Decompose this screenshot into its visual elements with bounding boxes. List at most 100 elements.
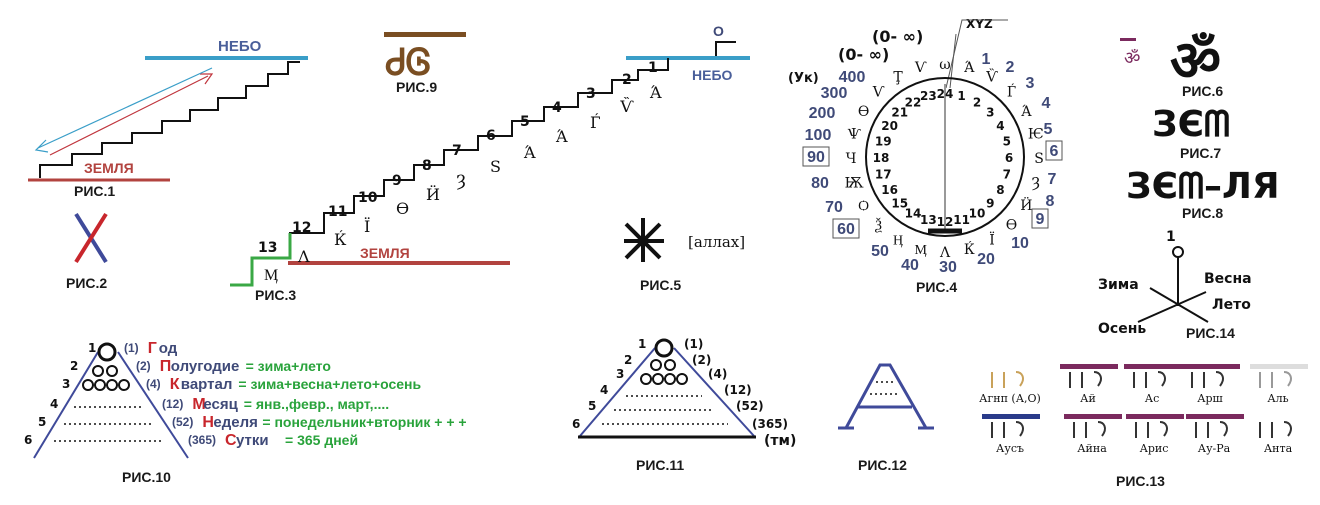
fig13-label: Арис [1140, 442, 1169, 455]
fig3-top-label: О [713, 23, 724, 39]
fig10-left-edge [33, 351, 99, 459]
fig1-arrow-down-head [34, 139, 49, 153]
fig10-row-formula: = 365 дней [285, 432, 358, 448]
fig13-glyph-icon [1259, 371, 1292, 388]
fig1-arrow-up [49, 75, 209, 156]
fig4-hour: 12 [937, 215, 954, 229]
fig4-caption: РИС.4 [916, 279, 957, 295]
fig10-right-edge [117, 351, 189, 459]
fig4-outer-number: 8 [1046, 193, 1055, 210]
fig4-outer-number: 90 [807, 149, 825, 166]
fig4-hour: 17 [875, 168, 892, 182]
fig4-letter: Ѵ [872, 85, 884, 101]
fig10-row-word: есяц [203, 396, 238, 413]
fig4-xyz-pointer2 [949, 33, 957, 89]
fig9-caption: РИС.9 [396, 79, 437, 95]
fig2-caption: РИС.2 [66, 275, 107, 291]
fig11-right-edge [673, 347, 755, 437]
fig11-tag: (365) [752, 417, 788, 431]
fig10-row-tag: (4) [146, 377, 161, 391]
fig4-letter: Ѭ [845, 175, 864, 191]
fig3-step-letter: Ӎ [264, 265, 278, 284]
fig1-staircase: НЕБО ЗЕМЛЯ РИС.1 [28, 38, 308, 199]
fig13-bar [982, 414, 1040, 419]
fig13-glyph-icon [991, 371, 1024, 388]
fig13-bar [982, 364, 1040, 369]
fig4-xyz-pointer [945, 19, 1008, 89]
fig13-label: Ау-Ра [1198, 442, 1231, 455]
fig10-row-index: 4 [50, 397, 58, 411]
fig4-outer-number: 100 [805, 127, 832, 144]
fig5-bracket-text: [аллах] [688, 233, 745, 251]
fig10-row-formula: = зима+лето [246, 358, 331, 374]
fig4-letter: Ѯ [875, 217, 882, 234]
fig10-row-formula: = янв.,февр., март,.... [244, 396, 389, 412]
fig11-tm: (тм) [764, 433, 796, 449]
fig13-bar [1126, 414, 1184, 419]
fig5-caption: РИС.5 [640, 277, 681, 293]
fig10-row-index: 6 [24, 433, 32, 447]
fig13-label: Аль [1267, 392, 1288, 405]
fig11-tag: (52) [736, 399, 764, 413]
fig4-outer-number: 4 [1042, 95, 1051, 112]
fig4-hour: 3 [986, 106, 994, 120]
fig4-outer-number: 10 [1011, 235, 1029, 252]
fig3-staircase: О НЕБО ЗЕМЛЯ РИС.3 1Ά2Ѷ3Ѓ4Ά5Ά6Ѕ7Ȝ8Ӥ9Ѳ10Ї… [230, 23, 750, 303]
fig13-caption: РИС.13 [1116, 473, 1165, 489]
fig11-index: 2 [624, 353, 632, 367]
fig4-hour: 2 [973, 96, 981, 110]
fig4-hour: 4 [996, 119, 1004, 133]
fig14-winter: Зима [1098, 277, 1139, 293]
fig3-step-letter: Ѓ [590, 112, 601, 132]
fig10-row-index: 1 [88, 341, 96, 355]
fig6-small-om: ॐ [1124, 48, 1140, 69]
fig6-om-icon: ॐ [1170, 29, 1221, 94]
fig14-axis-b [1137, 291, 1207, 323]
fig4-uk-label: (Ук) [788, 71, 819, 86]
fig4-xyz-label: XYZ [966, 17, 993, 31]
fig13-label: Ай [1080, 392, 1096, 405]
fig10-row-word: од [159, 340, 178, 357]
fig4-outer-number: 7 [1048, 171, 1057, 188]
fig4-letter: ω [939, 57, 950, 73]
fig13-label: Айна [1077, 442, 1107, 455]
fig3-step-number: 9 [392, 173, 402, 189]
fig4-letter: Ѱ [848, 127, 862, 143]
fig11-index: 3 [616, 367, 624, 381]
fig4-outer-number: 20 [977, 251, 995, 268]
fig4-hour: 21 [891, 106, 908, 120]
fig11-index: 5 [588, 399, 596, 413]
fig11-dots [602, 395, 728, 425]
fig10-row-index: 3 [62, 377, 70, 391]
fig10-row-initial: Г [148, 340, 157, 357]
fig11-tag: (4) [708, 367, 727, 381]
fig4-number-box [1031, 208, 1049, 229]
fig10-row-initial: П [160, 358, 172, 375]
fig4-letter: Λ [939, 245, 951, 261]
fig11-circle-top [654, 338, 674, 358]
fig10-row-word: утки [236, 432, 269, 449]
fig4-letter: Ѷ [986, 68, 998, 86]
fig9-glyph: ᏧᎶ РИС.9 [384, 32, 466, 95]
fig12-outline [844, 363, 928, 429]
fig10-circles-row2 [82, 365, 130, 391]
fig11-tag: (2) [692, 353, 711, 367]
fig13-glyph-icon [1135, 421, 1168, 438]
fig11-tag: (12) [724, 383, 752, 397]
fig3-step-letter: Ѳ [396, 199, 409, 218]
fig3-sky-label: НЕБО [692, 67, 733, 83]
fig13-glyph-icon [1073, 421, 1106, 438]
fig12-caption: РИС.12 [858, 457, 907, 473]
fig11-caption: РИС.11 [636, 457, 684, 473]
fig4-hour: 1 [957, 89, 965, 103]
fig13-bar [1250, 364, 1308, 369]
fig3-steps [289, 58, 669, 258]
fig3-step-number: 12 [292, 220, 311, 236]
